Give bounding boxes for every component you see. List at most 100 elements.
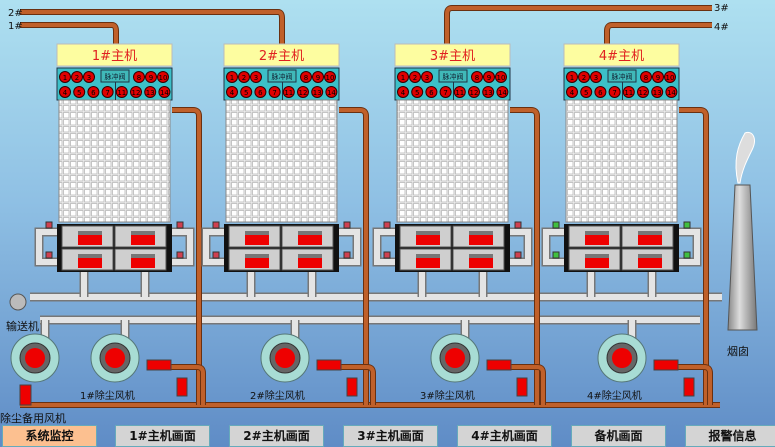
valve-4-indicator[interactable]: [59, 86, 71, 98]
valve-8-indicator[interactable]: [640, 71, 652, 83]
nav-button-7[interactable]: 报警信息: [685, 425, 775, 447]
dust-fan-4-pump[interactable]: [683, 377, 695, 397]
valve-14-indicator[interactable]: [158, 86, 171, 98]
valve-1-indicator[interactable]: [59, 71, 71, 83]
valve-7-indicator[interactable]: [439, 86, 452, 98]
valve-3-indicator[interactable]: [250, 71, 262, 83]
valve-12-indicator[interactable]: [297, 86, 309, 98]
ash-valve-status[interactable]: [638, 235, 662, 245]
valve-10-indicator[interactable]: [157, 71, 169, 83]
dust-fan-3-status[interactable]: [445, 348, 465, 368]
valve-9-indicator[interactable]: [483, 71, 495, 83]
valve-5-indicator[interactable]: [580, 86, 593, 98]
ash-valve-status[interactable]: [245, 235, 269, 245]
ash-valve-status[interactable]: [245, 258, 269, 268]
valve-1-indicator[interactable]: [566, 71, 578, 83]
valve-5-indicator[interactable]: [73, 86, 86, 98]
nav-button-5[interactable]: 4#主机画面: [457, 425, 552, 447]
ash-valve-status[interactable]: [131, 258, 155, 268]
ash-valve-status[interactable]: [298, 258, 322, 268]
dust-fan-2-status[interactable]: [275, 348, 295, 368]
valve-number: 14: [160, 89, 169, 97]
valve-5-indicator[interactable]: [411, 86, 424, 98]
valve-5-indicator[interactable]: [240, 86, 253, 98]
backup-fan-motor[interactable]: [19, 384, 32, 406]
valve-14-indicator[interactable]: [665, 86, 678, 98]
valve-12-indicator[interactable]: [468, 86, 480, 98]
ash-valve-status[interactable]: [469, 235, 493, 245]
ash-valve-status[interactable]: [78, 258, 102, 268]
valve-1-indicator[interactable]: [226, 71, 238, 83]
valve-7-indicator[interactable]: [608, 86, 621, 98]
valve-number: 1: [230, 74, 234, 82]
valve-3-indicator[interactable]: [590, 71, 602, 83]
valve-2-indicator[interactable]: [578, 71, 590, 83]
valve-number: 10: [159, 74, 168, 82]
valve-4-indicator[interactable]: [226, 86, 238, 98]
dust-fan-3-pump[interactable]: [516, 377, 528, 397]
dust-fan-1-motor[interactable]: [146, 359, 172, 371]
pulse-valve-box: [100, 69, 130, 83]
valve-2-indicator[interactable]: [238, 71, 250, 83]
valve-14-indicator[interactable]: [325, 86, 338, 98]
valve-2-indicator[interactable]: [409, 71, 421, 83]
valve-8-indicator[interactable]: [471, 71, 483, 83]
nav-button-3[interactable]: 2#主机画面: [229, 425, 324, 447]
ash-valve-status[interactable]: [78, 235, 102, 245]
ash-valve-status[interactable]: [585, 235, 609, 245]
ash-valve-status[interactable]: [131, 235, 155, 245]
valve-actuator: [78, 231, 102, 237]
valve-13-indicator[interactable]: [144, 86, 157, 98]
valve-4-indicator[interactable]: [566, 86, 578, 98]
dust-fan-1-status[interactable]: [105, 348, 125, 368]
valve-6-indicator[interactable]: [594, 86, 607, 98]
valve-11-indicator[interactable]: [115, 86, 128, 98]
valve-7-indicator[interactable]: [268, 86, 281, 98]
nav-button-2[interactable]: 1#主机画面: [115, 425, 210, 447]
ash-valve-status[interactable]: [469, 258, 493, 268]
dust-fan-1-pump[interactable]: [176, 377, 188, 397]
valve-6-indicator[interactable]: [87, 86, 100, 98]
dust-fan-2-label: 2#除尘风机: [250, 389, 305, 402]
valve-3-indicator[interactable]: [421, 71, 433, 83]
valve-8-indicator[interactable]: [300, 71, 312, 83]
ash-valve-status[interactable]: [298, 235, 322, 245]
nav-button-1[interactable]: 系统监控: [2, 425, 97, 447]
valve-6-indicator[interactable]: [254, 86, 267, 98]
dust-fan-3-motor[interactable]: [486, 359, 512, 371]
valve-10-indicator[interactable]: [324, 71, 336, 83]
dust-fan-2-pump[interactable]: [346, 377, 358, 397]
valve-12-indicator[interactable]: [637, 86, 649, 98]
dust-fan-4-motor[interactable]: [653, 359, 679, 371]
valve-3-indicator[interactable]: [83, 71, 95, 83]
valve-4-indicator[interactable]: [397, 86, 409, 98]
nav-button-6[interactable]: 备机画面: [571, 425, 666, 447]
valve-11-indicator[interactable]: [282, 86, 295, 98]
ash-valve-status[interactable]: [416, 235, 440, 245]
valve-10-indicator[interactable]: [495, 71, 507, 83]
valve-10-indicator[interactable]: [664, 71, 676, 83]
dust-fan-4-status[interactable]: [612, 348, 632, 368]
ash-valve-status[interactable]: [416, 258, 440, 268]
valve-11-indicator[interactable]: [453, 86, 466, 98]
dust-fan-2-motor[interactable]: [316, 359, 342, 371]
valve-number: 14: [498, 89, 507, 97]
valve-13-indicator[interactable]: [651, 86, 664, 98]
ash-valve-status[interactable]: [585, 258, 609, 268]
valve-9-indicator[interactable]: [312, 71, 324, 83]
valve-6-indicator[interactable]: [425, 86, 438, 98]
valve-8-indicator[interactable]: [133, 71, 145, 83]
valve-7-indicator[interactable]: [101, 86, 114, 98]
valve-13-indicator[interactable]: [311, 86, 324, 98]
ash-valve-status[interactable]: [638, 258, 662, 268]
backup-fan-status[interactable]: [25, 348, 45, 368]
valve-9-indicator[interactable]: [652, 71, 664, 83]
valve-12-indicator[interactable]: [130, 86, 142, 98]
valve-13-indicator[interactable]: [482, 86, 495, 98]
valve-2-indicator[interactable]: [71, 71, 83, 83]
valve-14-indicator[interactable]: [496, 86, 509, 98]
valve-9-indicator[interactable]: [145, 71, 157, 83]
nav-button-4[interactable]: 3#主机画面: [343, 425, 438, 447]
valve-1-indicator[interactable]: [397, 71, 409, 83]
valve-11-indicator[interactable]: [622, 86, 635, 98]
